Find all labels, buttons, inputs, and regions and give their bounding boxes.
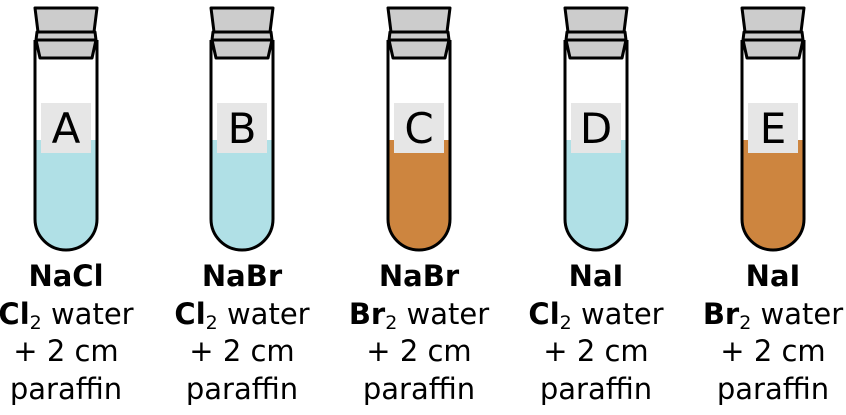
- liquid: [211, 140, 273, 250]
- reagent-element: Br: [702, 296, 740, 331]
- layer-line: paraffin: [716, 371, 830, 406]
- test-tube-c: C: [386, 6, 452, 252]
- reagent-line: Br2 water: [334, 296, 504, 334]
- tube-label: D: [580, 104, 612, 153]
- reagent-subscript: 2: [29, 311, 42, 334]
- stopper-neck: [564, 30, 628, 60]
- stopper-neck: [387, 30, 451, 60]
- layer-line: paraffin: [185, 371, 299, 406]
- test-tubes-diagram: A B C D E: [33, 6, 806, 252]
- salt-name: NaI: [745, 259, 801, 293]
- reagent-element: Cl: [0, 296, 30, 331]
- label-background: [41, 103, 91, 153]
- salt-name: NaBr: [378, 259, 460, 293]
- reagent-element: Cl: [174, 296, 206, 331]
- additive-line: + 2 cm: [13, 334, 119, 368]
- reagent-element: Br: [348, 296, 386, 331]
- stopper-neck: [741, 30, 805, 60]
- reagent-word: water: [41, 296, 134, 331]
- additive-line: + 2 cm: [543, 334, 649, 368]
- reagent-subscript: 2: [385, 311, 398, 334]
- label-background: [748, 103, 798, 153]
- stopper-neck: [34, 30, 98, 60]
- reagent-line: Cl2 water: [157, 296, 327, 334]
- stopper-neck: [210, 30, 274, 60]
- tube-label: C: [404, 104, 433, 153]
- liquid: [388, 140, 450, 250]
- salt-name: NaI: [568, 259, 624, 293]
- reagent-subscript: 2: [559, 311, 572, 334]
- tube-outline: [209, 40, 275, 252]
- reagent-line: Cl2 water: [511, 296, 681, 334]
- reagent-subscript: 2: [205, 311, 218, 334]
- additive-line: + 2 cm: [189, 334, 295, 368]
- reagent-word: water: [217, 296, 310, 331]
- liquid: [742, 140, 804, 250]
- reagent-line: Cl2 water: [0, 296, 151, 334]
- tube-label: E: [760, 104, 787, 153]
- tube-outline: [33, 40, 99, 252]
- layer-line: paraffin: [9, 371, 123, 406]
- test-tube-e: E: [740, 6, 806, 252]
- layer-line: paraffin: [539, 371, 653, 406]
- reagent-line: Br2 water: [688, 296, 846, 334]
- liquid: [565, 140, 627, 250]
- tube-outline: [740, 40, 806, 252]
- tube-label: A: [52, 104, 81, 153]
- layer-line: paraffin: [362, 371, 476, 406]
- reagent-element: Cl: [528, 296, 560, 331]
- reagent-word: water: [751, 296, 844, 331]
- test-tube-b: B: [209, 6, 275, 252]
- reagent-subscript: 2: [739, 311, 752, 334]
- tube-outline: [386, 40, 452, 252]
- additive-line: + 2 cm: [720, 334, 826, 368]
- test-tube-d: D: [563, 6, 629, 252]
- label-background: [394, 103, 444, 153]
- salt-name: NaBr: [201, 259, 283, 293]
- tube-label: B: [228, 104, 257, 153]
- salt-name: NaCl: [28, 259, 104, 293]
- additive-line: + 2 cm: [366, 334, 472, 368]
- liquid: [35, 140, 97, 250]
- label-background: [571, 103, 621, 153]
- reagent-word: water: [397, 296, 490, 331]
- label-background: [217, 103, 267, 153]
- tube-outline: [563, 40, 629, 252]
- reagent-word: water: [571, 296, 664, 331]
- test-tube-a: A: [33, 6, 99, 252]
